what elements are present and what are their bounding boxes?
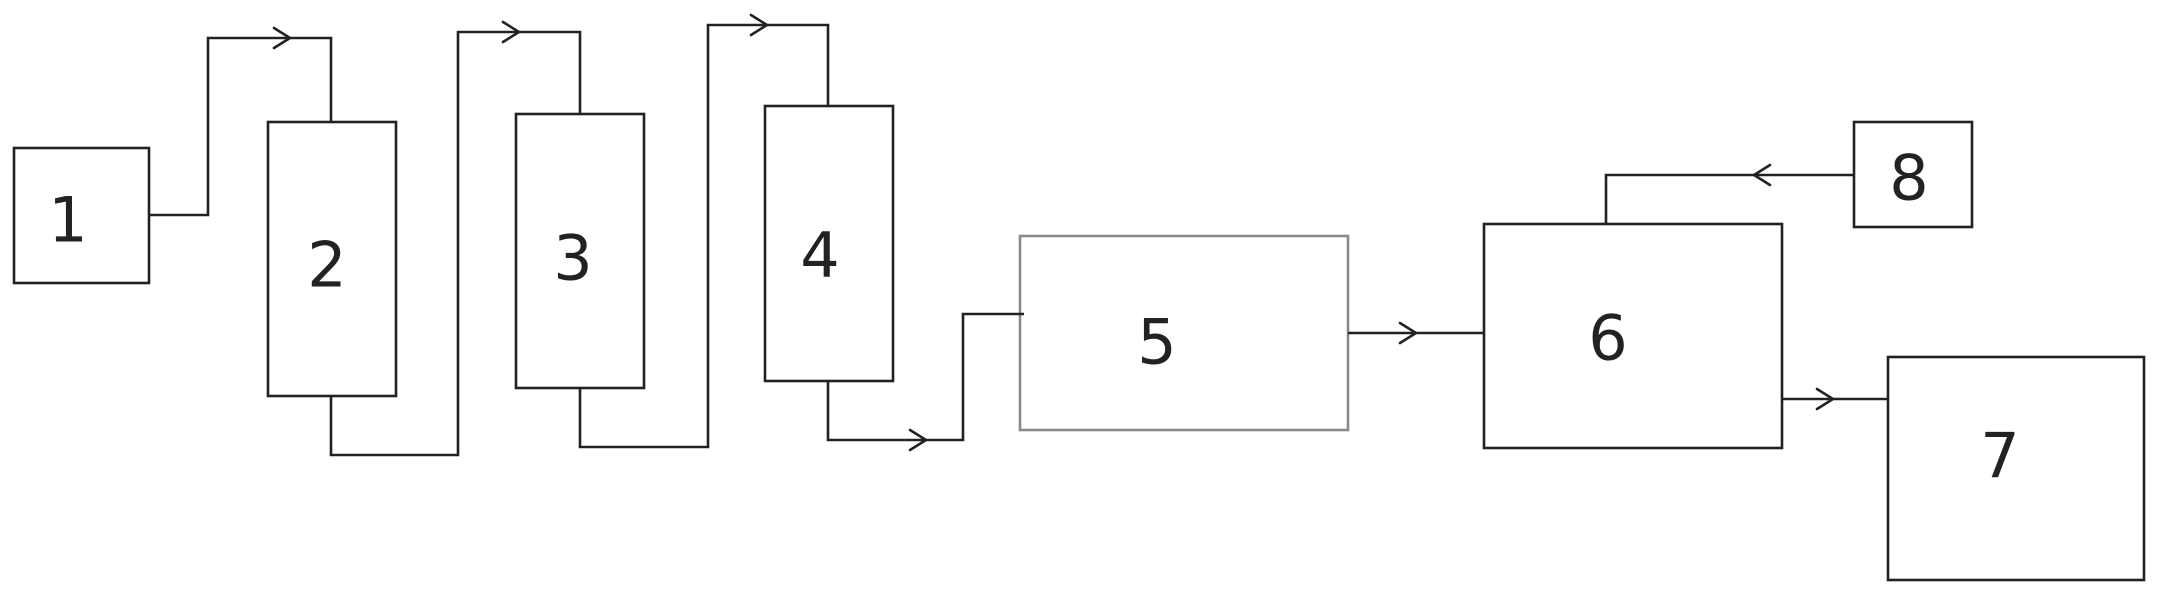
- arrow-right-icon: [501, 20, 522, 44]
- node-7-label: 7: [1980, 420, 2019, 493]
- node-1: 1: [12, 146, 151, 285]
- edge-8-to-6: [1604, 163, 1854, 224]
- edge-3-to-4: [578, 13, 830, 449]
- node-5-label: 5: [1137, 306, 1176, 379]
- node-6-label: 6: [1588, 302, 1627, 375]
- node-3: 3: [514, 112, 646, 390]
- edge-5-to-6: [1348, 321, 1484, 345]
- node-5: 5: [1018, 234, 1350, 432]
- node-4-label: 4: [800, 219, 839, 292]
- arrow-right-icon: [272, 26, 293, 50]
- edge-4-to-5: [826, 312, 1024, 452]
- edge-6-to-7: [1782, 387, 1888, 411]
- node-7: 7: [1886, 355, 2146, 582]
- node-8: 8: [1852, 120, 1974, 229]
- node-6: 6: [1482, 222, 1784, 450]
- edge-1-to-2: [149, 26, 333, 217]
- node-4: 4: [763, 104, 895, 383]
- node-8-label: 8: [1889, 142, 1928, 215]
- arrow-right-icon: [1398, 321, 1419, 345]
- node-2-label: 2: [307, 229, 346, 302]
- arrow-right-icon: [908, 428, 929, 452]
- arrow-left-icon: [1751, 163, 1772, 187]
- node-2: 2: [266, 120, 398, 398]
- edge-2-to-3: [329, 20, 582, 457]
- node-3-label: 3: [553, 222, 592, 295]
- arrow-right-icon: [749, 13, 770, 37]
- node-1-label: 1: [48, 184, 87, 257]
- arrow-right-icon: [1815, 387, 1836, 411]
